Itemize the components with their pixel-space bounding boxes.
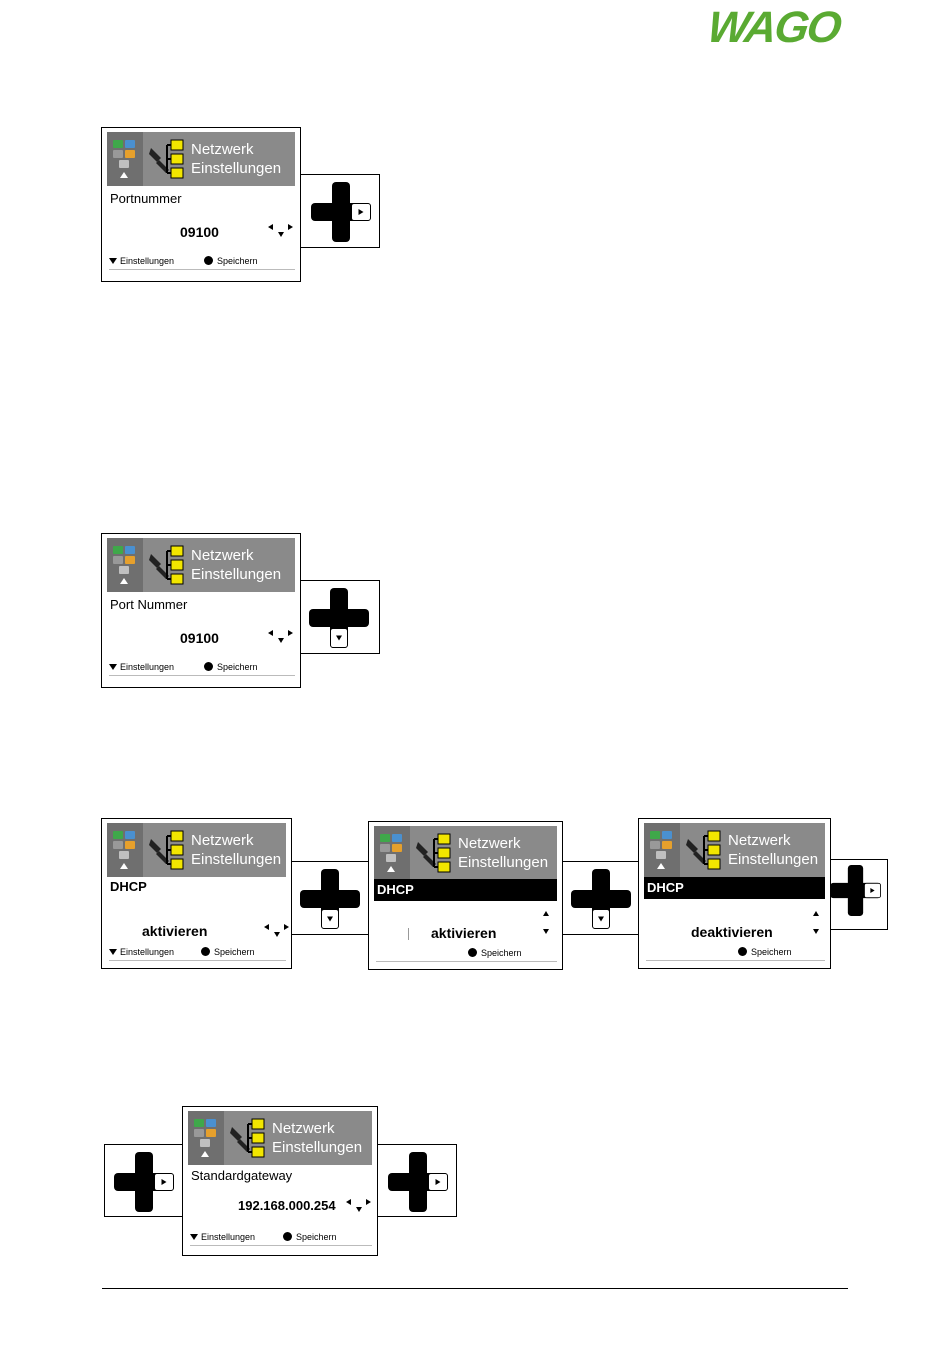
menu-icon — [194, 1119, 218, 1149]
down-arrow-icon — [813, 929, 819, 934]
screen-sidebar — [107, 823, 143, 877]
menu-icon — [113, 140, 137, 170]
menu-icon — [380, 834, 404, 864]
menu-icon — [113, 546, 137, 576]
footer-divider — [102, 1288, 848, 1289]
network-settings-icon — [149, 545, 184, 585]
dpad-key-down — [300, 580, 380, 654]
network-settings-icon — [416, 833, 451, 873]
field-label: Standardgateway — [191, 1168, 293, 1183]
footer-settings: Einstellungen — [109, 947, 174, 957]
screen-footer: Speichern — [376, 947, 557, 962]
dpad-icon — [311, 182, 371, 242]
menu-icon — [113, 831, 137, 861]
up-arrow-icon — [387, 866, 395, 872]
dpad-key-down — [291, 861, 369, 935]
footer-save: Speichern — [283, 1232, 337, 1242]
field-value: aktivieren — [142, 923, 208, 939]
menu-icon — [650, 831, 674, 861]
screen-footer: Einstellungen Speichern — [109, 661, 295, 676]
screen-sidebar — [107, 132, 143, 186]
dpad-icon — [571, 869, 631, 929]
field-value: 09100 — [180, 630, 219, 646]
footer-save: Speichern — [468, 948, 522, 958]
footer-save: Speichern — [204, 662, 258, 672]
dpad-key-right — [377, 1144, 457, 1217]
down-arrow-icon — [543, 929, 549, 934]
field-label: Port Nummer — [110, 597, 188, 612]
up-arrow-icon — [657, 863, 665, 869]
screen-footer: Einstellungen Speichern — [190, 1231, 372, 1246]
dpad-icon — [300, 869, 360, 929]
footer-save: Speichern — [201, 947, 255, 957]
up-arrow-icon — [813, 911, 819, 916]
dpad-icon — [830, 865, 881, 916]
left-right-arrows-icon — [268, 224, 294, 240]
network-settings-icon — [686, 830, 721, 870]
screen-footer: Einstellungen Speichern — [109, 946, 286, 961]
field-label: Portnummer — [110, 191, 182, 206]
up-arrow-icon — [120, 172, 128, 178]
screen-footer: Einstellungen Speichern — [109, 255, 295, 270]
screen-footer: Speichern — [646, 946, 825, 961]
up-arrow-icon — [201, 1151, 209, 1157]
footer-save: Speichern — [738, 947, 792, 957]
screen-sidebar — [188, 1111, 224, 1165]
wago-logo: WAGO — [704, 3, 843, 52]
up-arrow-icon — [120, 578, 128, 584]
up-arrow-icon — [120, 863, 128, 869]
network-settings-icon — [149, 830, 184, 870]
dpad-icon — [388, 1152, 448, 1212]
footer-settings: Einstellungen — [109, 662, 174, 672]
screen-sidebar — [107, 538, 143, 592]
field-value: 192.168.000.254 — [238, 1198, 336, 1213]
footer-settings: Einstellungen — [190, 1232, 255, 1242]
field-value: aktivieren — [431, 925, 497, 941]
dpad-icon — [309, 588, 369, 648]
dpad-key-right — [104, 1144, 183, 1217]
left-right-arrows-icon — [264, 924, 290, 940]
network-settings-icon — [149, 139, 184, 179]
network-settings-icon — [230, 1118, 265, 1158]
up-arrow-icon — [543, 911, 549, 916]
dpad-key-right — [300, 174, 380, 248]
field-value: deaktivieren — [691, 924, 773, 940]
dpad-key-right — [830, 859, 888, 930]
field-value: 09100 — [180, 224, 219, 240]
left-right-arrows-icon — [346, 1199, 372, 1215]
field-label: DHCP — [110, 879, 147, 894]
field-label: DHCP — [374, 879, 557, 901]
field-label: DHCP — [644, 877, 825, 899]
footer-save: Speichern — [204, 256, 258, 266]
left-right-arrows-icon — [268, 630, 294, 646]
dpad-key-down — [562, 861, 640, 935]
footer-settings: Einstellungen — [109, 256, 174, 266]
screen-sidebar — [644, 823, 680, 877]
screen-sidebar — [374, 826, 410, 880]
cursor-mark — [408, 928, 409, 940]
dpad-icon — [114, 1152, 174, 1212]
